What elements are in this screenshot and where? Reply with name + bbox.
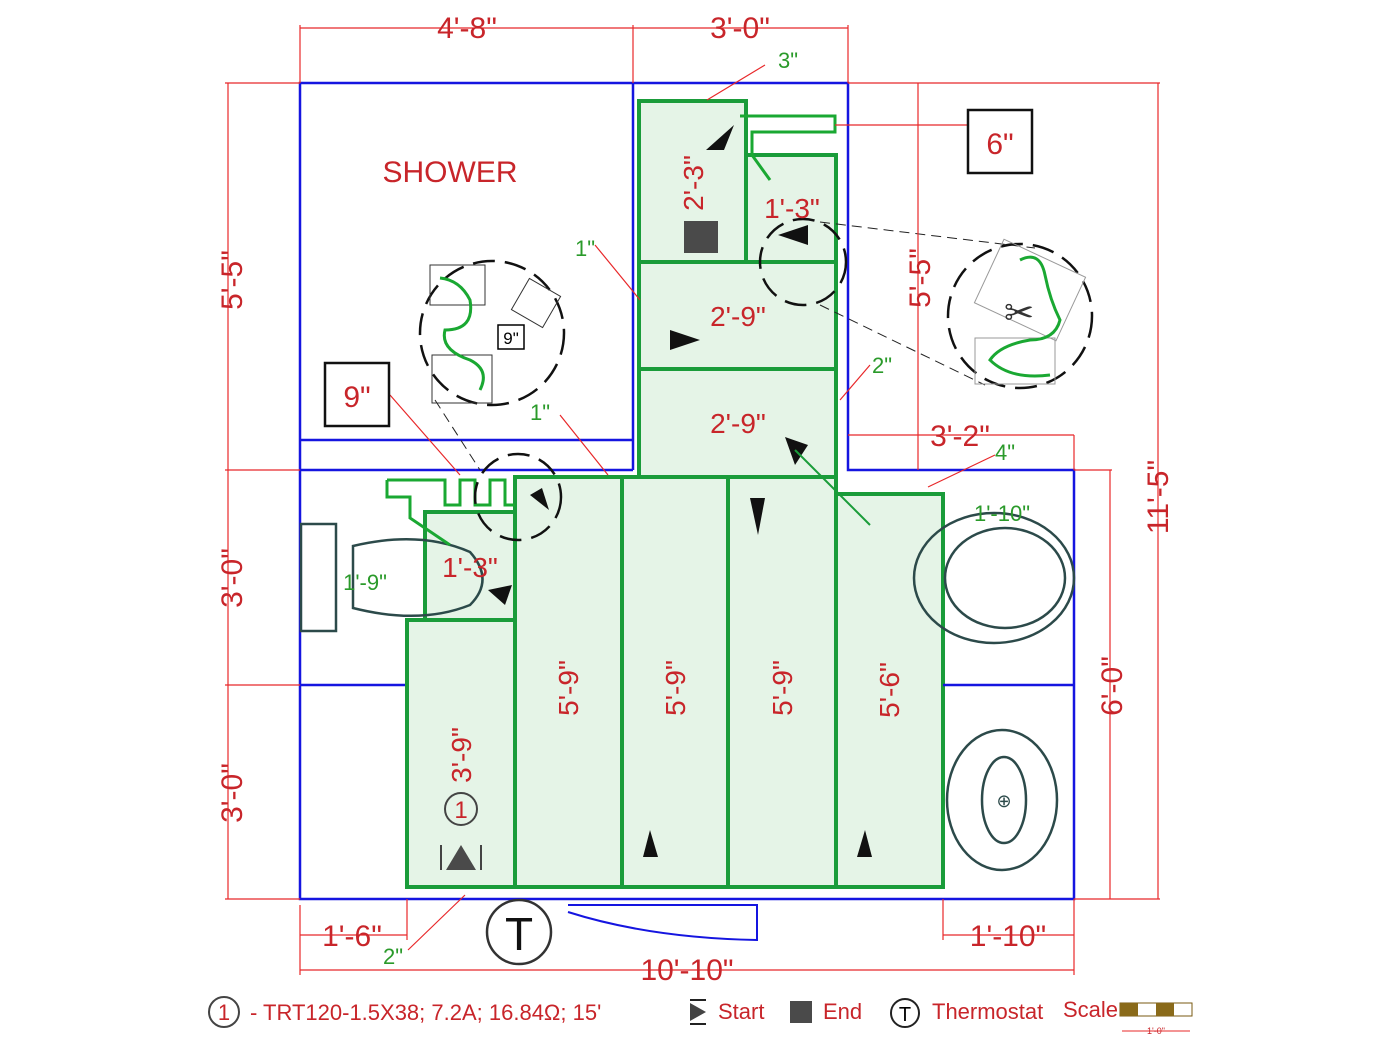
zone-col-1 (513, 475, 624, 889)
zone-col-2 (620, 475, 730, 889)
offset-shower-edge: 1" (530, 400, 550, 425)
dim-top-left: 4'-8" (437, 12, 497, 45)
offset-bottom: 2" (383, 944, 403, 969)
room-label-shower: SHOWER (383, 156, 518, 189)
door-swing (567, 904, 758, 942)
legend: 1 - TRT120-1.5X38; 7.2A; 16.84Ω; 15' Sta… (208, 996, 1193, 1036)
toilet-bowl (351, 538, 484, 618)
dim-tub-gap: 1'-10" (974, 501, 1030, 526)
zone-label-col-4: 5'-6" (874, 662, 905, 718)
dim-toilet-clear: 1'-9" (343, 570, 387, 595)
sink-inner (980, 755, 1028, 845)
zone-label-closet-right: 1'-3" (764, 193, 820, 224)
legend-thermostat-symbol: T (899, 1004, 911, 1026)
offset-tub-side: 4" (995, 440, 1015, 465)
scale-bar: 1'-0" (1119, 1002, 1193, 1036)
legend-end: End (823, 999, 862, 1024)
scissors-icon: ✂ (1004, 292, 1034, 333)
sink-outer (945, 728, 1059, 872)
tub-outer (912, 511, 1076, 645)
detail-callouts: ✂ 9" (418, 217, 1094, 542)
zone-label-col-2: 5'-9" (660, 660, 691, 716)
dim-left-lower: 3'-0" (216, 763, 249, 823)
toilet-tank (299, 522, 338, 633)
zone-label-toilet: 1'-3" (442, 552, 498, 583)
dim-top-right: 3'-0" (710, 12, 770, 45)
offset-closet-right: 2" (872, 353, 892, 378)
markers: 1 T (440, 221, 718, 966)
heated-zones (405, 99, 945, 889)
zone-col-3 (726, 475, 838, 889)
fixtures: ⊕ (299, 511, 1076, 942)
cut-box-right: 6" (986, 128, 1013, 161)
cut-detail-label: 9" (503, 329, 519, 348)
legend-start: Start (718, 999, 764, 1024)
thermostat-icon (485, 898, 553, 966)
zone-label-closet-top: 2'-3" (678, 155, 709, 211)
scale-length: 1'-0" (1147, 1026, 1165, 1036)
legend-circuit-spec: - TRT120-1.5X38; 7.2A; 16.84Ω; 15' (250, 1000, 601, 1025)
circuit-marker: 1 (454, 797, 467, 824)
tub-inner (943, 526, 1067, 630)
offset-closet-side: 1" (575, 236, 595, 261)
offset-top: 3" (778, 48, 798, 73)
end-marker-icon (684, 221, 718, 253)
dimension-labels: 4'-8" 3'-0" 5'-5" 3'-0" 3'-0" 5'-5" 11'-… (216, 12, 1175, 987)
zone-col-4 (834, 492, 945, 889)
legend-circuit-number: 1 (218, 1000, 230, 1025)
dim-right-overall: 11'-5" (1142, 460, 1175, 534)
legend-end-icon (790, 1001, 812, 1023)
dim-left-upper: 5'-5" (216, 250, 249, 310)
dim-bottom-overall: 10'-10" (640, 954, 733, 987)
zone-label-band-2: 2'-9" (710, 408, 766, 439)
dim-left-middle: 3'-0" (216, 548, 249, 608)
legend-thermostat: Thermostat (932, 999, 1043, 1024)
svg-text:⊕: ⊕ (996, 791, 1011, 811)
dimension-lines (225, 25, 1160, 975)
zone-label-band-1: 2'-9" (710, 301, 766, 332)
dim-right-inner: 5'-5" (904, 248, 937, 308)
dim-right-lower: 6'-0" (1096, 656, 1129, 716)
dim-bottom-right: 1'-10" (970, 920, 1046, 953)
dim-bottom-left: 1'-6" (322, 920, 382, 953)
zone-left-col (405, 618, 517, 889)
zone-label-col-1: 5'-9" (553, 660, 584, 716)
legend-thermostat-icon (890, 998, 920, 1028)
zone-label-left-col: 3'-9" (446, 727, 477, 783)
direction-arrows (488, 125, 872, 857)
cut-box-left: 9" (343, 381, 370, 414)
zone-labels: SHOWER 2'-3" 1'-3" 2'-9" 2'-9" 1'-3" 5'-… (383, 155, 906, 783)
zone-band-1 (637, 260, 838, 371)
start-marker-icon (440, 845, 482, 870)
legend-scale: Scale (1063, 997, 1118, 1022)
zone-label-col-3: 5'-9" (767, 660, 798, 716)
cut-boxes: 6" 9" (323, 108, 1034, 428)
thermostat-marker: T (505, 908, 533, 960)
circuit-marker-circle (444, 792, 478, 826)
dim-step-width: 3'-2" (930, 420, 990, 453)
legend-start-icon (690, 999, 706, 1025)
